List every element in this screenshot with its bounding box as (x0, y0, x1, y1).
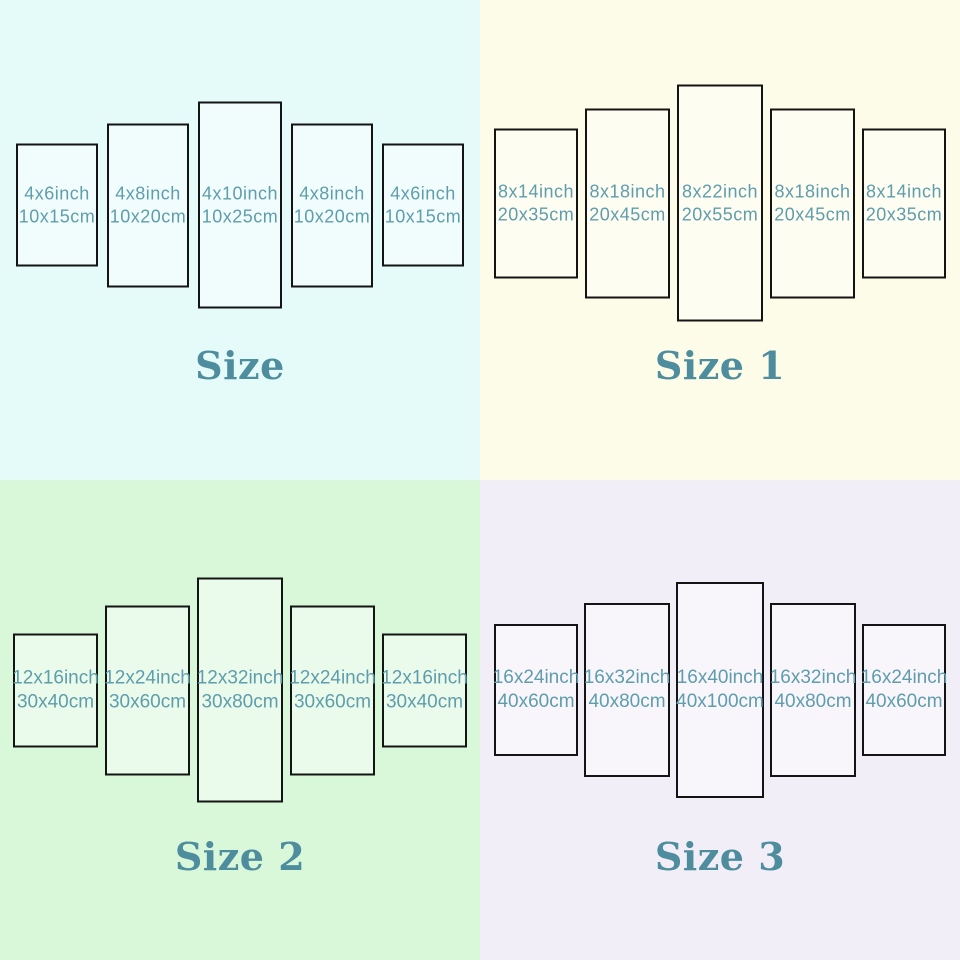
panel-size-label: 8x18inch 20x45cm (774, 180, 851, 226)
quadrant-title: Size (195, 343, 285, 388)
canvas-panel: 12x16inch 30x40cm (12, 633, 99, 747)
canvas-panel: 4x8inch 10x20cm (107, 123, 189, 287)
panel-size-label: 12x24inch 30x60cm (104, 666, 191, 714)
size-inch: 16x24inch (492, 667, 580, 688)
size-inch: 4x6inch (390, 183, 456, 203)
size-inch: 4x6inch (24, 183, 90, 203)
size-cm: 40x100cm (676, 691, 764, 712)
size-cm: 30x40cm (16, 691, 95, 712)
panel-size-label: 12x16inch 30x40cm (12, 666, 99, 714)
canvas-panel: 8x18inch 20x45cm (585, 108, 670, 298)
size-inch: 12x16inch (12, 667, 99, 688)
size-inch: 8x14inch (865, 181, 943, 201)
size-cm: 30x60cm (293, 691, 372, 712)
size-cm: 10x15cm (18, 206, 96, 226)
panel-row: 8x14inch 20x35cm 8x18inch 20x45cm 8x22in… (480, 84, 960, 322)
panel-size-label: 16x32inch 40x80cm (770, 666, 857, 714)
size-cm: 10x25cm (201, 206, 279, 226)
canvas-panel: 4x6inch 10x15cm (382, 143, 464, 267)
canvas-panel: 4x10inch 10x25cm (198, 101, 282, 309)
size-inch: 4x10inch (201, 183, 279, 203)
quadrant-title: Size 2 (174, 834, 306, 879)
size-cm: 20x35cm (865, 204, 943, 224)
canvas-panel: 8x22inch 20x55cm (677, 84, 763, 322)
quadrant-size: 4x6inch 10x15cm 4x8inch 10x20cm 4x10inch… (0, 0, 480, 480)
size-cm: 20x45cm (589, 204, 666, 224)
size-inch: 4x8inch (115, 183, 181, 203)
panel-size-label: 4x8inch 10x20cm (294, 182, 371, 228)
panel-size-label: 16x24inch 40x60cm (861, 666, 948, 714)
size-cm: 30x60cm (108, 691, 187, 712)
size-inch: 12x32inch (196, 667, 284, 688)
panel-size-label: 12x32inch 30x80cm (197, 666, 284, 714)
canvas-panel: 16x24inch 40x60cm (493, 624, 580, 756)
quadrant-title: Size 3 (654, 834, 786, 879)
size-cm: 30x40cm (385, 691, 464, 712)
size-inch: 16x24inch (860, 667, 948, 688)
size-cm: 40x80cm (588, 691, 666, 712)
panel-size-label: 4x10inch 10x25cm (202, 182, 279, 228)
size-inch: 16x32inch (583, 667, 671, 688)
panel-row: 12x16inch 30x40cm 12x24inch 30x60cm 12x3… (0, 577, 480, 803)
quadrant-title: Size 1 (654, 343, 786, 388)
size-cm: 40x60cm (865, 691, 943, 712)
canvas-panel: 16x32inch 40x80cm (584, 603, 670, 777)
panel-size-label: 8x14inch 20x35cm (866, 180, 943, 226)
size-cm: 10x15cm (384, 206, 462, 226)
panel-row: 16x24inch 40x60cm 16x32inch 40x80cm 16x4… (480, 582, 960, 798)
canvas-panel: 8x14inch 20x35cm (862, 128, 946, 278)
panel-size-label: 4x6inch 10x15cm (385, 182, 462, 228)
canvas-panel: 4x8inch 10x20cm (291, 123, 373, 287)
canvas-panel: 16x24inch 40x60cm (861, 624, 948, 756)
quadrant-size-1: 8x14inch 20x35cm 8x18inch 20x45cm 8x22in… (480, 0, 960, 480)
panel-row: 4x6inch 10x15cm 4x8inch 10x20cm 4x10inch… (0, 101, 480, 309)
quadrant-size-2: 12x16inch 30x40cm 12x24inch 30x60cm 12x3… (0, 480, 480, 960)
panel-size-label: 8x18inch 20x45cm (589, 180, 666, 226)
size-cm: 30x80cm (201, 691, 279, 712)
panel-size-label: 16x40inch 40x100cm (676, 666, 764, 714)
panel-size-label: 8x22inch 20x55cm (682, 180, 759, 226)
size-cm: 40x80cm (774, 691, 852, 712)
size-cm: 40x60cm (497, 691, 575, 712)
canvas-panel: 12x24inch 30x60cm (289, 605, 376, 775)
quadrant-size-3: 16x24inch 40x60cm 16x32inch 40x80cm 16x4… (480, 480, 960, 960)
size-inch: 8x22inch (681, 181, 759, 201)
panel-size-label: 12x16inch 30x40cm (381, 666, 468, 714)
size-cm: 10x20cm (293, 206, 371, 226)
panel-size-label: 4x8inch 10x20cm (110, 182, 187, 228)
size-cm: 20x55cm (681, 204, 759, 224)
canvas-panel: 16x32inch 40x80cm (770, 603, 856, 777)
size-inch: 16x32inch (769, 667, 857, 688)
panel-size-label: 16x32inch 40x80cm (584, 666, 671, 714)
size-cm: 10x20cm (109, 206, 187, 226)
size-inch: 8x18inch (589, 181, 666, 201)
canvas-panel: 4x6inch 10x15cm (16, 143, 98, 267)
size-inch: 8x14inch (497, 181, 575, 201)
canvas-panel: 8x18inch 20x45cm (770, 108, 855, 298)
canvas-panel: 16x40inch 40x100cm (676, 582, 764, 798)
canvas-panel: 12x24inch 30x60cm (104, 605, 191, 775)
size-cm: 20x35cm (497, 204, 575, 224)
panel-size-label: 4x6inch 10x15cm (19, 182, 96, 228)
size-inch: 16x40inch (676, 667, 764, 688)
panel-size-label: 12x24inch 30x60cm (289, 666, 376, 714)
size-inch: 8x18inch (774, 181, 851, 201)
canvas-panel: 8x14inch 20x35cm (494, 128, 578, 278)
size-inch: 12x16inch (381, 667, 468, 688)
canvas-panel: 12x32inch 30x80cm (197, 577, 284, 803)
size-cm: 20x45cm (774, 204, 851, 224)
panel-size-label: 8x14inch 20x35cm (498, 180, 575, 226)
panel-size-label: 16x24inch 40x60cm (493, 666, 580, 714)
canvas-panel: 12x16inch 30x40cm (381, 633, 468, 747)
size-inch: 12x24inch (104, 667, 191, 688)
size-inch: 4x8inch (299, 183, 365, 203)
size-inch: 12x24inch (289, 667, 376, 688)
